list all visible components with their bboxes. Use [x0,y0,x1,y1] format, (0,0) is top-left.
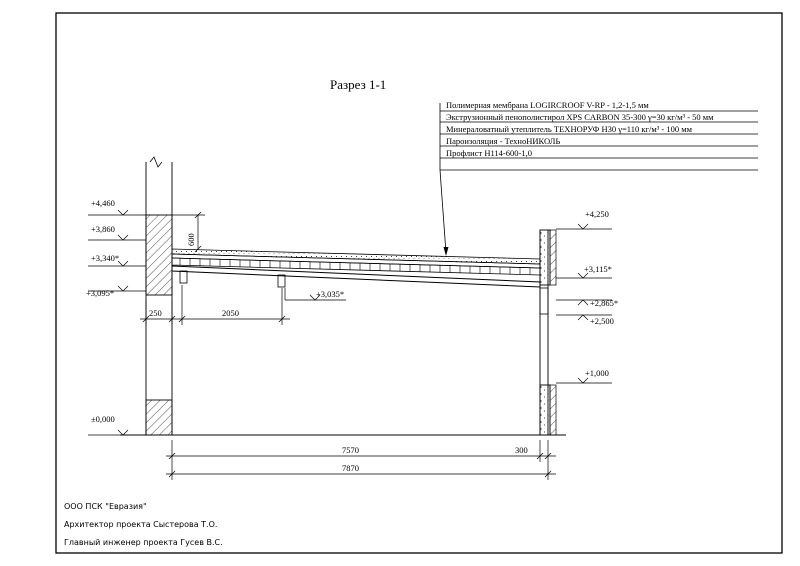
dim-chain-top: 250 2050 [140,285,290,325]
dim-300-label: 300 [515,445,528,455]
layer-4: Пароизоляция - ТехноНИКОЛЬ [446,136,560,146]
layer-1: Полимерная мембрана LOGIRCROOF V-RP - 1,… [446,100,649,110]
level-left-5: ±0,000 [91,414,115,424]
dim-7570-label: 7570 [342,445,359,455]
footer-company: ООО ПСК "Евразия" [64,502,147,511]
level-mid: +3,035* [316,289,344,299]
layer-callout: Полимерная мембрана LOGIRCROOF V-RP - 1,… [439,100,758,256]
section-title: Разрез 1-1 [330,77,386,92]
level-right-3: +2,865* [590,298,618,308]
roof-section [171,248,541,288]
dim-600: 600 [172,211,205,253]
level-right-1: +4,250 [585,209,609,219]
footer-engineer: Главный инженер проекта Гусев В.С. [64,538,223,547]
dim-600-label: 600 [186,233,196,246]
level-right-2: +3,115* [584,264,612,274]
dim-2050-label: 2050 [222,308,239,318]
right-level-marks: +4,250 +3,115* +2,865* +2,500 +1,000 [556,209,618,384]
level-left-2: +3,860 [91,224,115,234]
level-left-1: +4,460 [91,198,115,208]
level-right-5: +1,000 [585,368,609,378]
dim-chain-bottom: 7570 300 7870 [166,440,556,480]
mid-level-mark: +3,035* [284,288,346,301]
layer-3: Минераловатный утеплитель ТЕХНОРУФ Н30 γ… [446,124,693,134]
left-wall [145,156,173,436]
right-wall [539,229,557,436]
layer-5: Профлист Н114-600-1,0 [446,148,532,158]
left-level-marks: +4,460 +3,860 +3,340* +3,095* ±0,000 [86,198,146,436]
dim-7870-label: 7870 [342,463,359,473]
sheet-frame [55,12,783,554]
dim-250-label: 250 [149,308,162,318]
level-right-4: +2,500 [590,316,614,326]
level-left-3: +3,340* [91,253,119,263]
layer-2: Экструзионный пенополистирол XPS CARBON … [446,112,714,122]
title-block: ООО ПСК "Евразия" Архитектор проекта Сыс… [64,502,223,547]
level-left-4: +3,095* [86,288,114,298]
footer-architect: Архитектор проекта Сыстерова Т.О. [64,520,217,529]
